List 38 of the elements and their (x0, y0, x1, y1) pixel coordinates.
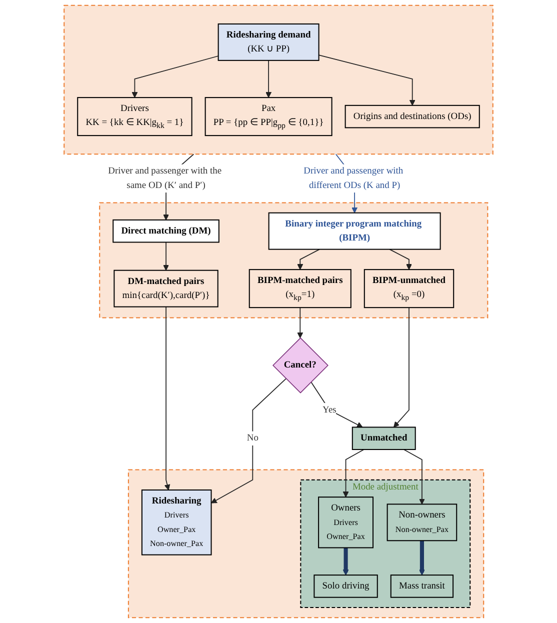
arrow (389, 248, 412, 270)
edge-label: No (246, 433, 258, 444)
node-box: Non-owners Non-owner_Pax (386, 504, 458, 542)
arrow (342, 548, 349, 576)
node-box: Owners Drivers Owner_Pax (318, 496, 374, 548)
node-box: BIPM-matched pairs (x$_{kp}$=1) (248, 269, 352, 308)
node-box: Ridesharing demand (KK ∪ PP) (218, 23, 320, 61)
arrow (342, 449, 364, 498)
node-box: Mass transit (390, 574, 454, 598)
arrow (297, 307, 304, 338)
node-box: Pax PP = {pp ∈ PP|g$_{pp}$ ∈ {0,1}} (204, 97, 332, 136)
arrow (266, 60, 272, 98)
arrow (297, 248, 320, 270)
edge-label: Yes (322, 404, 336, 416)
node-box: Drivers KK = {kk ∈ KK|g$_{kk}$ = 1} (77, 97, 192, 136)
arrow (132, 56, 219, 98)
arrow (163, 242, 169, 271)
node-box: Solo driving (314, 574, 378, 598)
arrow (403, 449, 425, 504)
cluster (99, 202, 488, 318)
node-box: Binary integer program matching (BIPM) (268, 212, 441, 250)
node-diamond: Cancel? (272, 337, 328, 394)
edge-label: Driver and passenger with the same OD (K′ and P′) (108, 166, 222, 191)
arrow (419, 540, 425, 576)
cluster (64, 4, 494, 155)
node-box: Unmatched (352, 426, 416, 450)
arrow (393, 307, 410, 428)
arrow (310, 381, 363, 428)
arrow (318, 54, 416, 106)
node-box: DM-matched pairs min{card(K′),card(P′)} (114, 270, 218, 308)
node-box: Direct matching (DM) (112, 219, 220, 243)
arrow (164, 306, 170, 490)
edge-label: Driver and passenger with different ODs (K and P) (304, 166, 404, 191)
arrow (210, 378, 286, 504)
node-box: Origins and destinations (ODs) (344, 104, 480, 128)
node-box: Ridesharing Drivers Owner_Pax Non-owner_Pax (141, 490, 212, 556)
cluster (128, 469, 484, 618)
node-box: BIPM-unmatched (x$_{kp}$ =0) (364, 269, 454, 308)
